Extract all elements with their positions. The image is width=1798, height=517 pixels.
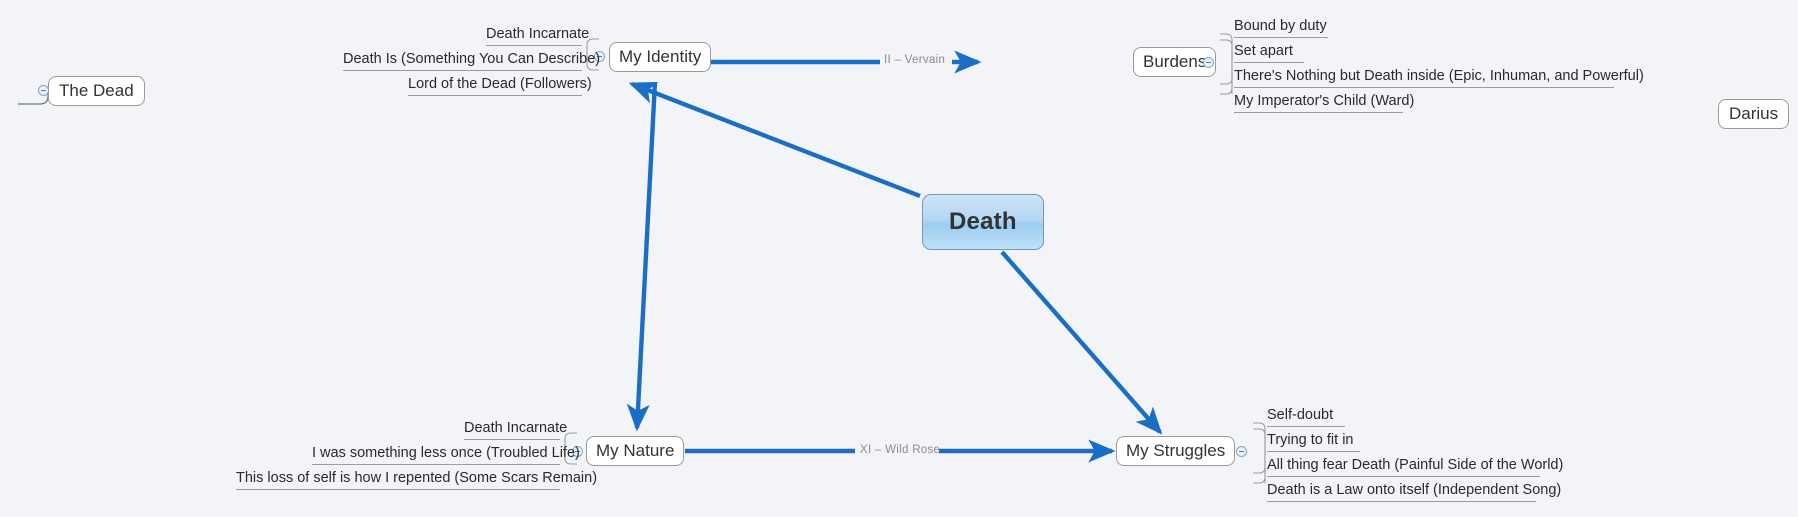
floating-node-the-dead[interactable]: The Dead [48,76,145,106]
edge-label-bg-wildrose [855,444,939,459]
edge-label-wildrose: XI – Wild Rose [860,444,941,456]
subtopic-my-struggles-3[interactable]: Death is a Law onto itself (Independent … [1267,483,1561,502]
subtopic-my-identity-1[interactable]: Death Is (Something You Can Describe) [343,52,600,71]
collapse-toggle-burdens[interactable] [1203,57,1214,68]
floating-node-darius[interactable]: Darius [1718,99,1790,129]
edge-death-identity [628,81,921,199]
bracket-my-struggles [1252,411,1266,497]
branch-node-my-struggles[interactable]: My Struggles [1116,436,1236,466]
branch-node-my-nature[interactable]: My Nature [586,436,685,466]
edge-label-bg-vervain [880,54,952,69]
subtopic-my-nature-1[interactable]: I was something less once (Troubled Life… [312,446,580,465]
the-dead-stub [18,92,49,105]
subtopic-burdens-1[interactable]: Set apart [1234,44,1304,63]
subtopic-my-nature-2[interactable]: This loss of self is how I repented (Som… [236,471,597,490]
collapse-toggle-the-dead[interactable] [38,85,49,96]
bracket-my-nature [564,430,578,485]
subtopic-my-identity-2[interactable]: Lord of the Dead (Followers) [408,77,592,96]
edge-label-vervain: II – Vervain [884,54,946,66]
bracket-burdens [1219,22,1233,108]
subtopic-my-identity-0[interactable]: Death Incarnate [486,27,589,46]
collapse-toggle-my-nature[interactable] [572,446,583,457]
edge-death-struggles [1000,250,1163,435]
collapse-toggle-my-identity[interactable] [594,51,605,62]
branch-node-burdens[interactable]: Burdens [1133,47,1217,77]
subtopic-burdens-2[interactable]: There's Nothing but Death inside (Epic, … [1234,69,1644,88]
subtopic-my-nature-0[interactable]: Death Incarnate [464,421,567,440]
subtopic-my-struggles-1[interactable]: Trying to fit in [1267,433,1360,452]
subtopic-my-struggles-0[interactable]: Self-doubt [1267,408,1345,427]
edge-identity-nature [626,81,658,432]
central-topic-death[interactable]: Death [922,194,1044,250]
subtopic-my-struggles-2[interactable]: All thing fear Death (Painful Side of th… [1267,458,1563,477]
branch-node-my-identity[interactable]: My Identity [609,42,712,72]
subtopic-burdens-3[interactable]: My Imperator's Child (Ward) [1234,94,1414,113]
collapse-toggle-my-struggles[interactable] [1236,446,1247,457]
subtopic-burdens-0[interactable]: Bound by duty [1234,19,1328,38]
bracket-my-identity [586,36,600,91]
